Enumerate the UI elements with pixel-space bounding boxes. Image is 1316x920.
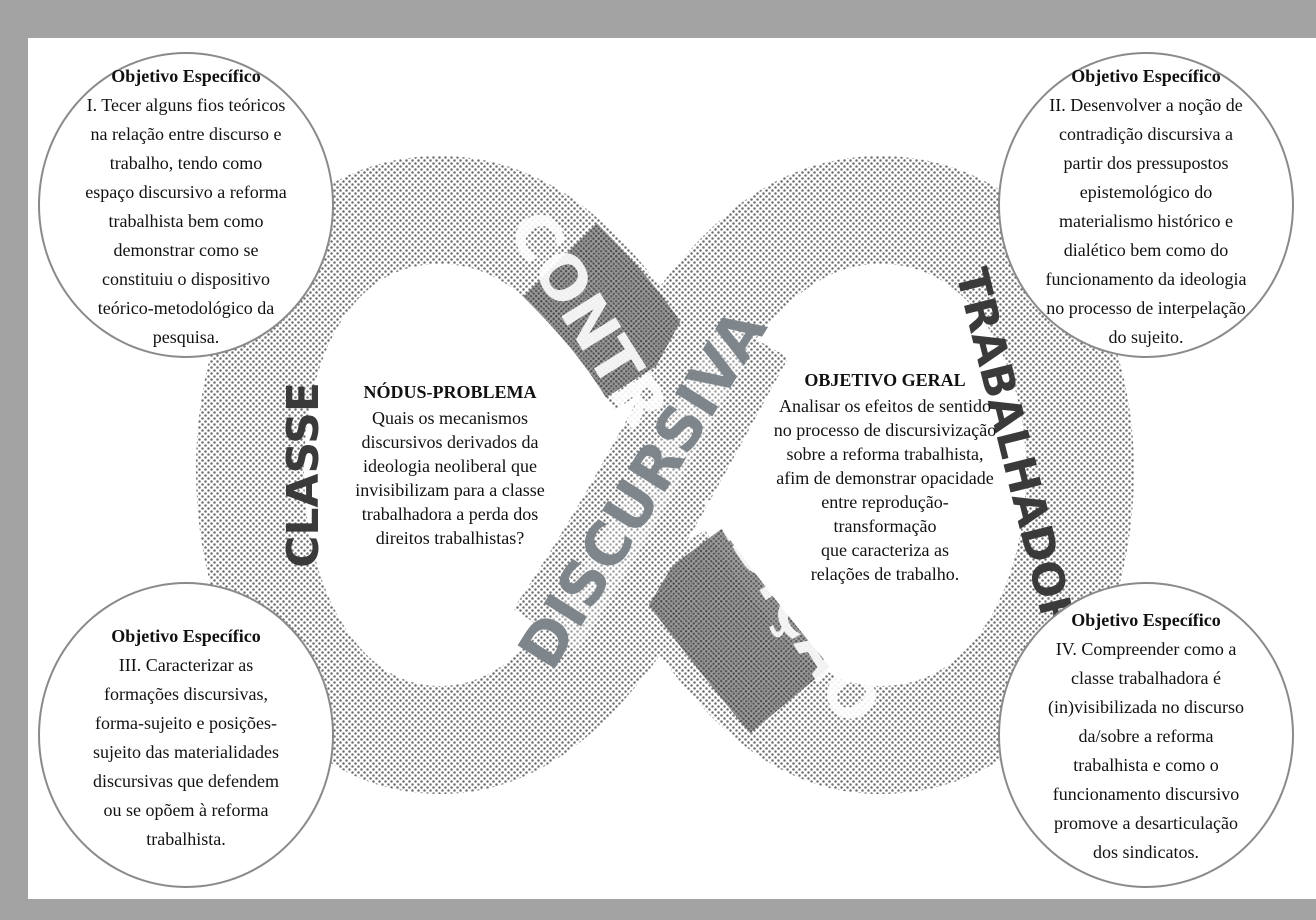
nodus-problema: NÓDUS-PROBLEMA Quais os mecanismos discu…	[350, 380, 550, 550]
band-word-classe: CLASSE	[278, 382, 329, 568]
objective-1-heading: Objetivo Específico	[111, 66, 261, 86]
objective-4-text: IV. Compreender como a classe trabalhado…	[1048, 639, 1244, 862]
objective-2: Objetivo Específico II. Desenvolver a no…	[1018, 62, 1274, 352]
objective-3-text: III. Caracterizar as formações discursiv…	[93, 655, 279, 849]
band-left-loop	[195, 155, 705, 795]
objective-1-text: I. Tecer alguns fios teóricos na relação…	[85, 95, 287, 347]
band-crossing-highlight	[543, 320, 758, 652]
nodus-problema-heading: NÓDUS-PROBLEMA	[363, 382, 537, 402]
band-right-loop	[615, 155, 1135, 795]
objective-3-heading: Objetivo Específico	[111, 626, 261, 646]
objetivo-geral-heading: OBJETIVO GERAL	[804, 370, 966, 390]
objective-3: Objetivo Específico III. Caracterizar as…	[58, 622, 314, 854]
nodus-problema-text: Quais os mecanismos discursivos derivado…	[355, 408, 545, 548]
objective-4-heading: Objetivo Específico	[1071, 610, 1221, 630]
objective-1: Objetivo Específico I. Tecer alguns fios…	[58, 62, 314, 352]
objective-2-heading: Objetivo Específico	[1071, 66, 1221, 86]
band-under-upper	[523, 223, 695, 398]
objective-circle-1	[38, 52, 334, 358]
objetivo-geral-text: Analisar os efeitos de sentido no proces…	[773, 396, 997, 584]
objetivo-geral: OBJETIVO GERAL Analisar os efeitos de se…	[770, 368, 1000, 586]
objective-2-text: II. Desenvolver a noção de contradição d…	[1045, 95, 1247, 347]
objective-4: Objetivo Específico IV. Compreender como…	[1018, 606, 1274, 867]
band-under-lower	[638, 528, 830, 734]
objective-circle-3	[38, 582, 334, 888]
objective-circle-2	[998, 52, 1294, 358]
objective-circle-4	[998, 582, 1294, 888]
